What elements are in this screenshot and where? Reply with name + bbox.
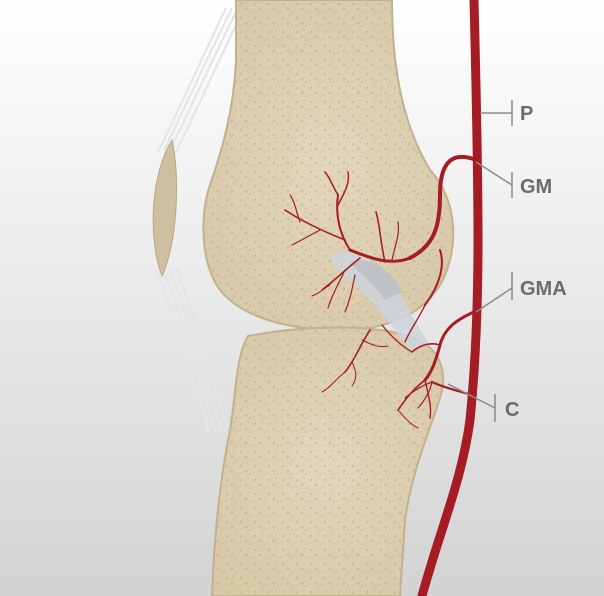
label-gma: GMA (520, 278, 567, 300)
label-p: P (520, 103, 533, 125)
label-c: C (505, 399, 519, 421)
label-gm: GM (520, 176, 552, 198)
